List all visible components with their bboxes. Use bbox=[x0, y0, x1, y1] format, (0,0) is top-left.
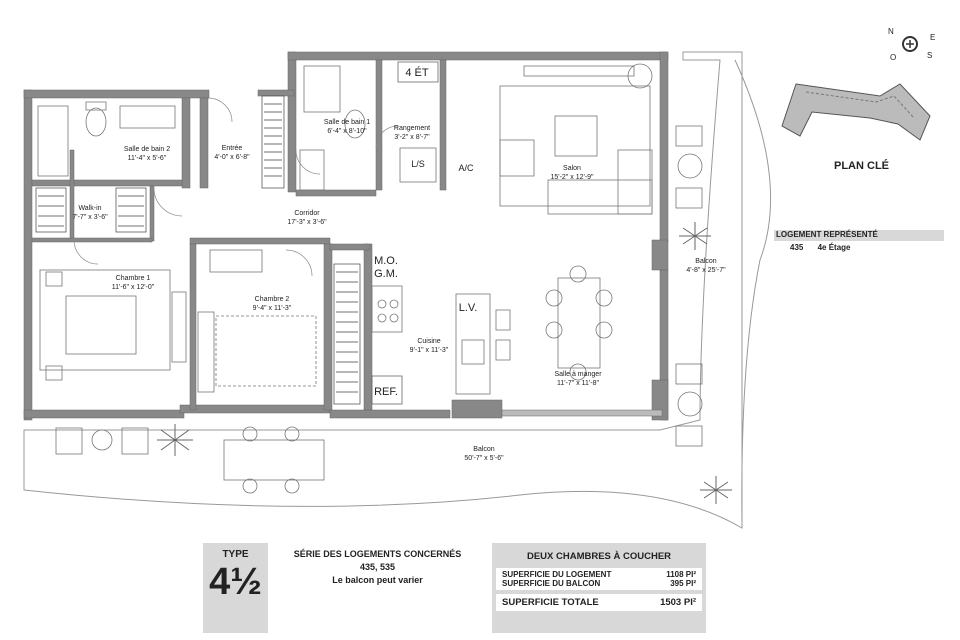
furniture bbox=[37, 63, 703, 494]
ac-label: A/C bbox=[458, 163, 474, 173]
compass-o: O bbox=[890, 53, 896, 62]
series-note: Le balcon peut varier bbox=[332, 575, 423, 585]
area-total-value: 1503 PI² bbox=[660, 597, 696, 608]
room-chambre-1-name: Chambre 1 bbox=[116, 275, 151, 282]
balcony-outline bbox=[23, 51, 743, 529]
microwave-label: M.O. bbox=[374, 255, 398, 267]
balcony-curve-east bbox=[734, 59, 772, 526]
door-swings bbox=[73, 97, 399, 277]
room-balcon-est-name: Balcon bbox=[695, 258, 717, 265]
type-value: 4½ bbox=[209, 561, 262, 603]
compass-s: S bbox=[927, 51, 932, 60]
room-walkin-name: Walk-in bbox=[78, 205, 101, 212]
area-balcony-label: SUPERFICIE DU BALCON bbox=[502, 579, 601, 588]
room-chambre-2-dim: 9'-4" x 11'-3" bbox=[253, 305, 292, 312]
room-balcon-est-dim: 4'-8" x 25'-7" bbox=[686, 267, 726, 274]
fridge-label: REF. bbox=[374, 386, 398, 398]
linen-closet-label: L/S bbox=[411, 159, 425, 169]
room-chambre-1-dim: 11'-6" x 12'-0" bbox=[112, 284, 155, 291]
key-plan-map bbox=[781, 83, 931, 141]
room-rangement-name: Rangement bbox=[394, 125, 430, 132]
area-panel: DEUX CHAMBRES À COUCHER SUPERFICIE DU LO… bbox=[492, 543, 706, 633]
interior-walls bbox=[31, 59, 447, 411]
plants bbox=[157, 222, 732, 504]
dishwasher-label: L.V. bbox=[459, 302, 478, 314]
range-hood-label: G.M. bbox=[374, 268, 398, 280]
closet-hatch-1 bbox=[264, 103, 282, 177]
exterior-walls bbox=[23, 51, 669, 421]
room-entree-dim: 4'-0" x 6'-8" bbox=[214, 154, 250, 161]
room-entree-name: Entrée bbox=[222, 145, 243, 152]
type-label: TYPE bbox=[222, 549, 249, 560]
room-cuisine-dim: 9'-1" x 11'-3" bbox=[410, 347, 449, 354]
compass-e: E bbox=[930, 33, 935, 42]
key-plan-unit-row: 435 4e Étage bbox=[790, 243, 851, 252]
room-salle-bain-2-name: Salle de bain 2 bbox=[124, 146, 170, 153]
room-salle-bain-2-dim: 11'-4" x 5'-6" bbox=[128, 155, 167, 162]
area-unit-row: SUPERFICIE DU LOGEMENT 1108 PI² bbox=[502, 570, 696, 579]
area-total-row: SUPERFICIE TOTALE 1503 PI² bbox=[502, 597, 696, 608]
room-salle-bain-1-dim: 6'-4" x 8'-10" bbox=[327, 128, 367, 135]
room-corridor-name: Corridor bbox=[294, 210, 320, 217]
closets bbox=[35, 95, 361, 405]
room-walkin-dim: 7'-7" x 3'-6" bbox=[72, 214, 108, 221]
key-plan-title: PLAN CLÉ bbox=[834, 160, 889, 172]
room-cuisine-name: Cuisine bbox=[417, 338, 440, 345]
area-unit-label: SUPERFICIE DU LOGEMENT bbox=[502, 570, 612, 579]
room-salon-name: Salon bbox=[563, 165, 581, 172]
room-salon-dim: 15'-2" x 12'-9" bbox=[550, 174, 594, 181]
room-salle-bain-1-name: Salle de bain 1 bbox=[324, 119, 370, 126]
compass-n: N bbox=[888, 27, 894, 36]
series-panel: SÉRIE DES LOGEMENTS CONCERNÉS 435, 535 L… bbox=[275, 548, 480, 587]
room-salle-manger-dim: 11'-7" x 11'-8" bbox=[557, 380, 600, 387]
area-total-label: SUPERFICIE TOTALE bbox=[502, 597, 599, 608]
key-plan-floor: 4e Étage bbox=[817, 243, 851, 252]
bedrooms-label: DEUX CHAMBRES À COUCHER bbox=[526, 551, 672, 562]
compass-icon bbox=[902, 36, 918, 52]
room-chambre-2-name: Chambre 2 bbox=[255, 296, 290, 303]
area-unit-value: 1108 PI² bbox=[666, 570, 696, 579]
room-balcon-sud-name: Balcon bbox=[473, 446, 495, 453]
area-balcony-value: 395 PI² bbox=[670, 579, 696, 588]
room-rangement-dim: 3'-2" x 8'-7" bbox=[394, 134, 430, 141]
series-units: 435, 535 bbox=[359, 562, 396, 572]
key-plan-header-text: LOGEMENT REPRÉSENTÉ bbox=[776, 230, 878, 239]
key-plan-unit: 435 bbox=[790, 243, 804, 252]
room-salle-manger-name: Salle à manger bbox=[554, 371, 602, 378]
compass: N E S O bbox=[888, 27, 935, 62]
fixture-boxes bbox=[371, 61, 439, 405]
area-balcony-row: SUPERFICIE DU BALCON 395 PI² bbox=[502, 579, 696, 588]
type-panel: TYPE 4½ bbox=[203, 543, 268, 633]
room-corridor-dim: 17'-3" x 3'-6" bbox=[287, 219, 327, 226]
series-title: SÉRIE DES LOGEMENTS CONCERNÉS bbox=[293, 549, 462, 559]
room-balcon-sud-dim: 50'-7" x 5'-6" bbox=[464, 455, 504, 462]
key-plan-header: LOGEMENT REPRÉSENTÉ bbox=[774, 230, 944, 241]
floor-label: 4 ÉT bbox=[405, 66, 429, 79]
